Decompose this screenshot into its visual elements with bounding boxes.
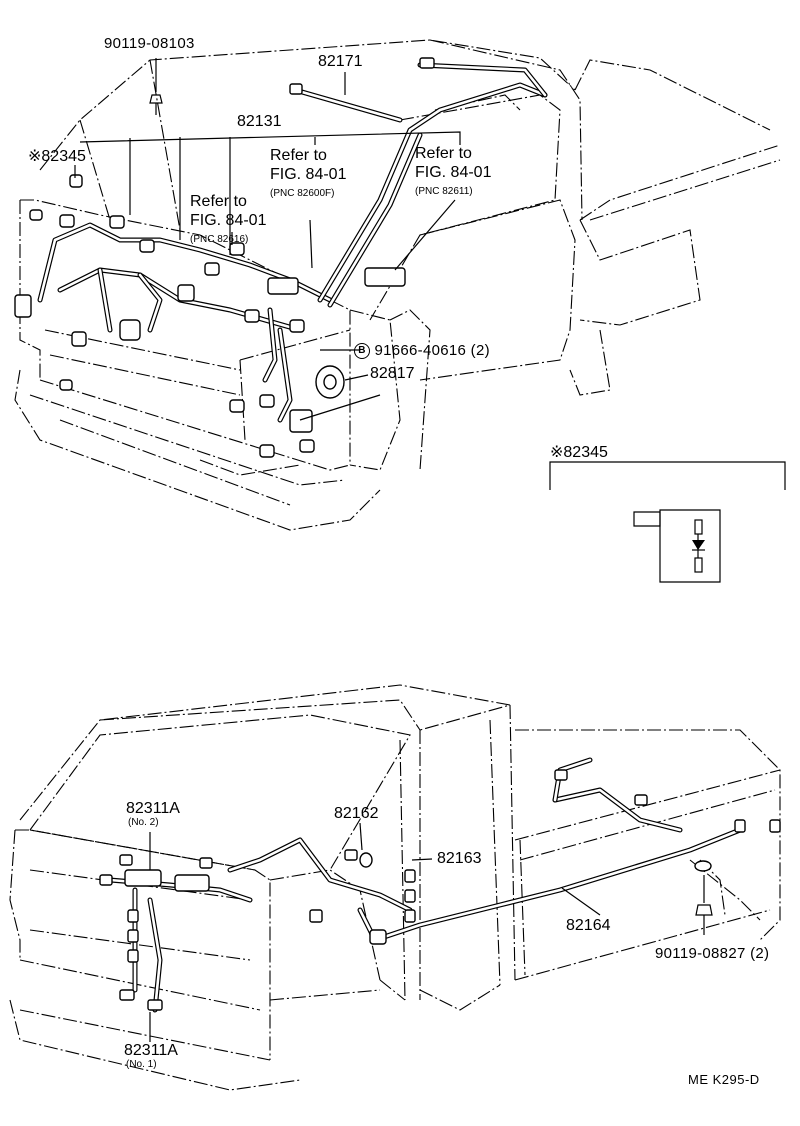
upper-harness [14,57,548,458]
upper-leader-lines [74,58,461,421]
bolt-top-label: 90119-08103 [104,35,195,52]
front-wire-no2-label: 82311A [126,800,180,817]
refer-right-line2: FIG. 84-01 [415,164,492,181]
refer-left-line1: Refer to [190,193,247,210]
refer-left-label: Refer to FIG. 84-01 (PNC 82616) [190,192,266,249]
refer-left-line2: FIG. 84-01 [190,212,267,229]
junction-mark-label: ※82345 [28,148,86,165]
refer-center-line2: FIG. 84-01 [270,166,347,183]
refer-right-pnc: (PNC 82611) [415,186,473,197]
roof-wire-label: 82171 [318,53,363,70]
clamp-label: B 91666-40616 (2) [354,342,490,360]
front-wire-no2-sub: (No. 2) [128,817,159,828]
front-wire-no1-label: 82311A [124,1042,178,1059]
refer-center-pnc: (PNC 82600F) [270,188,335,199]
front-wire-no1-sub: (No. 1) [126,1059,157,1070]
refer-center-line1: Refer to [270,147,327,164]
clamp-letter-badge: B [354,343,370,360]
upper-cab-outline [14,39,781,531]
refer-right-line1: Refer to [415,145,472,162]
bed-bolt-label: 90119-08827 (2) [655,945,770,962]
lower-leader-lines [149,822,601,1042]
frame-wire-1-label: 82162 [334,805,379,822]
refer-left-pnc: (PNC 82616) [190,234,249,245]
grommet-label: 82817 [370,365,415,382]
lower-cab-outline [9,684,781,1091]
detail-title: ※82345 [550,444,608,461]
main-wire-label: 82131 [237,113,282,130]
detail-82345 [549,461,786,583]
frame-wire-2-label: 82163 [437,850,482,867]
figure-code: ME K295-D [688,1072,760,1087]
clamp-part-number: 91666-40616 (2) [374,342,490,359]
refer-center-label: Refer to FIG. 84-01 (PNC 82600F) [270,146,346,203]
refer-right-label: Refer to FIG. 84-01 (PNC 82611) [415,144,491,201]
bed-wire-label: 82164 [566,917,611,934]
lower-harness [99,757,781,1013]
